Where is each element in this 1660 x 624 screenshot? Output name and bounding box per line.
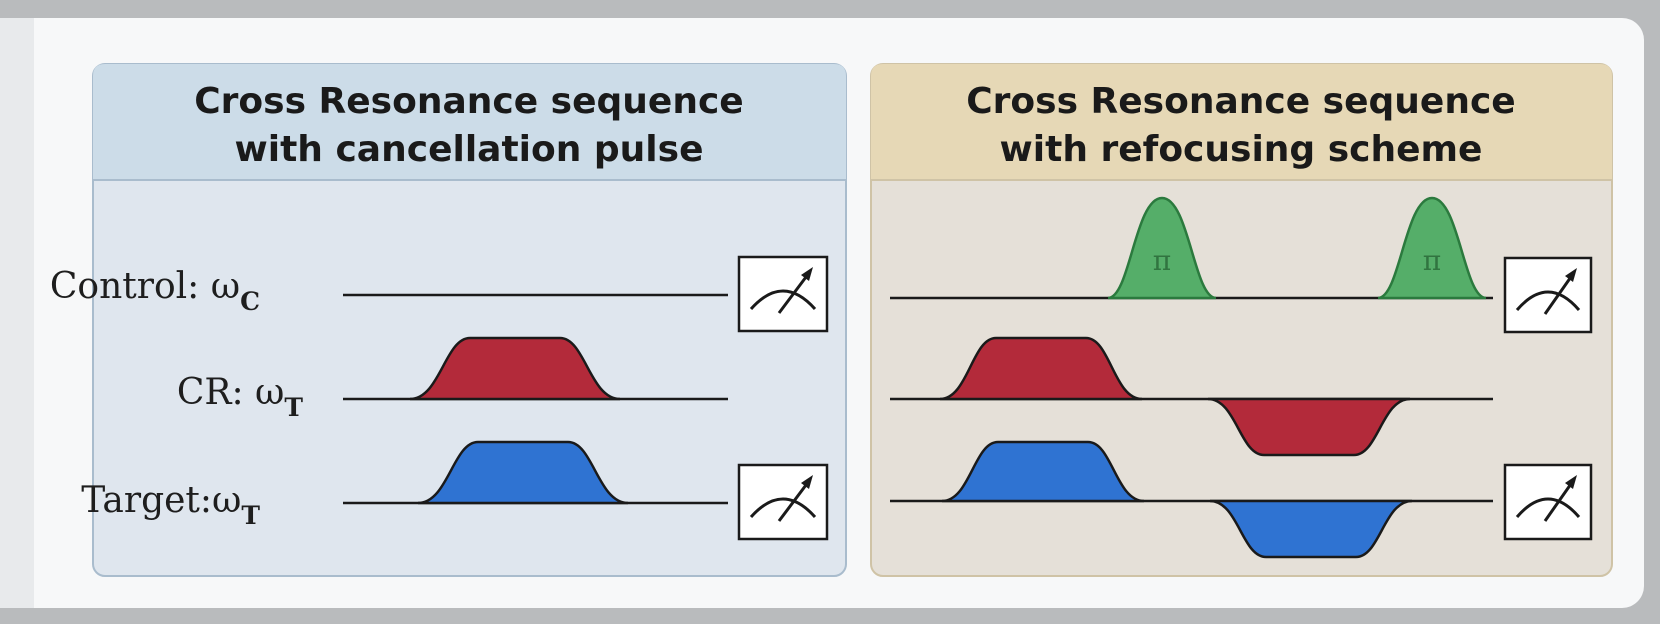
- right-title-line2: with refocusing scheme: [1000, 129, 1483, 170]
- right-title-line1: Cross Resonance sequence: [966, 81, 1515, 122]
- left-panel-header: [93, 64, 846, 180]
- refocus-cr-pulse-positive: [939, 336, 1143, 401]
- cr-pulse: [409, 336, 621, 401]
- cr-line-label: CR: ωT: [177, 372, 304, 422]
- right-panel-header: [871, 64, 1612, 180]
- target-cancellation-pulse: [417, 440, 629, 505]
- control-line-label: Control: ωC: [50, 266, 260, 316]
- left-title-line1: Cross Resonance sequence: [194, 81, 743, 122]
- refocus-target-pulse-negative: [1209, 499, 1413, 559]
- measurement-meter-icon: [1503, 463, 1593, 541]
- left-panel: Cross Resonance sequence with cancellati…: [50, 63, 847, 577]
- refocus-target-pulse-positive: [941, 440, 1145, 503]
- target-line-label: Target:ωT: [81, 480, 260, 530]
- pi-pulse-1: [1107, 196, 1217, 300]
- pi-pulse-2: [1377, 196, 1487, 300]
- pi-label-2: π: [1423, 244, 1441, 277]
- measurement-meter-icon: [737, 255, 829, 333]
- left-title-line2: with cancellation pulse: [235, 129, 704, 170]
- measurement-meter-icon: [1503, 256, 1593, 334]
- page-spine: [0, 18, 34, 608]
- refocus-cr-pulse-negative: [1207, 397, 1411, 457]
- measurement-meter-icon: [737, 463, 829, 541]
- pi-label-1: π: [1153, 244, 1171, 277]
- right-panel: Cross Resonance sequence with refocusing…: [870, 63, 1613, 577]
